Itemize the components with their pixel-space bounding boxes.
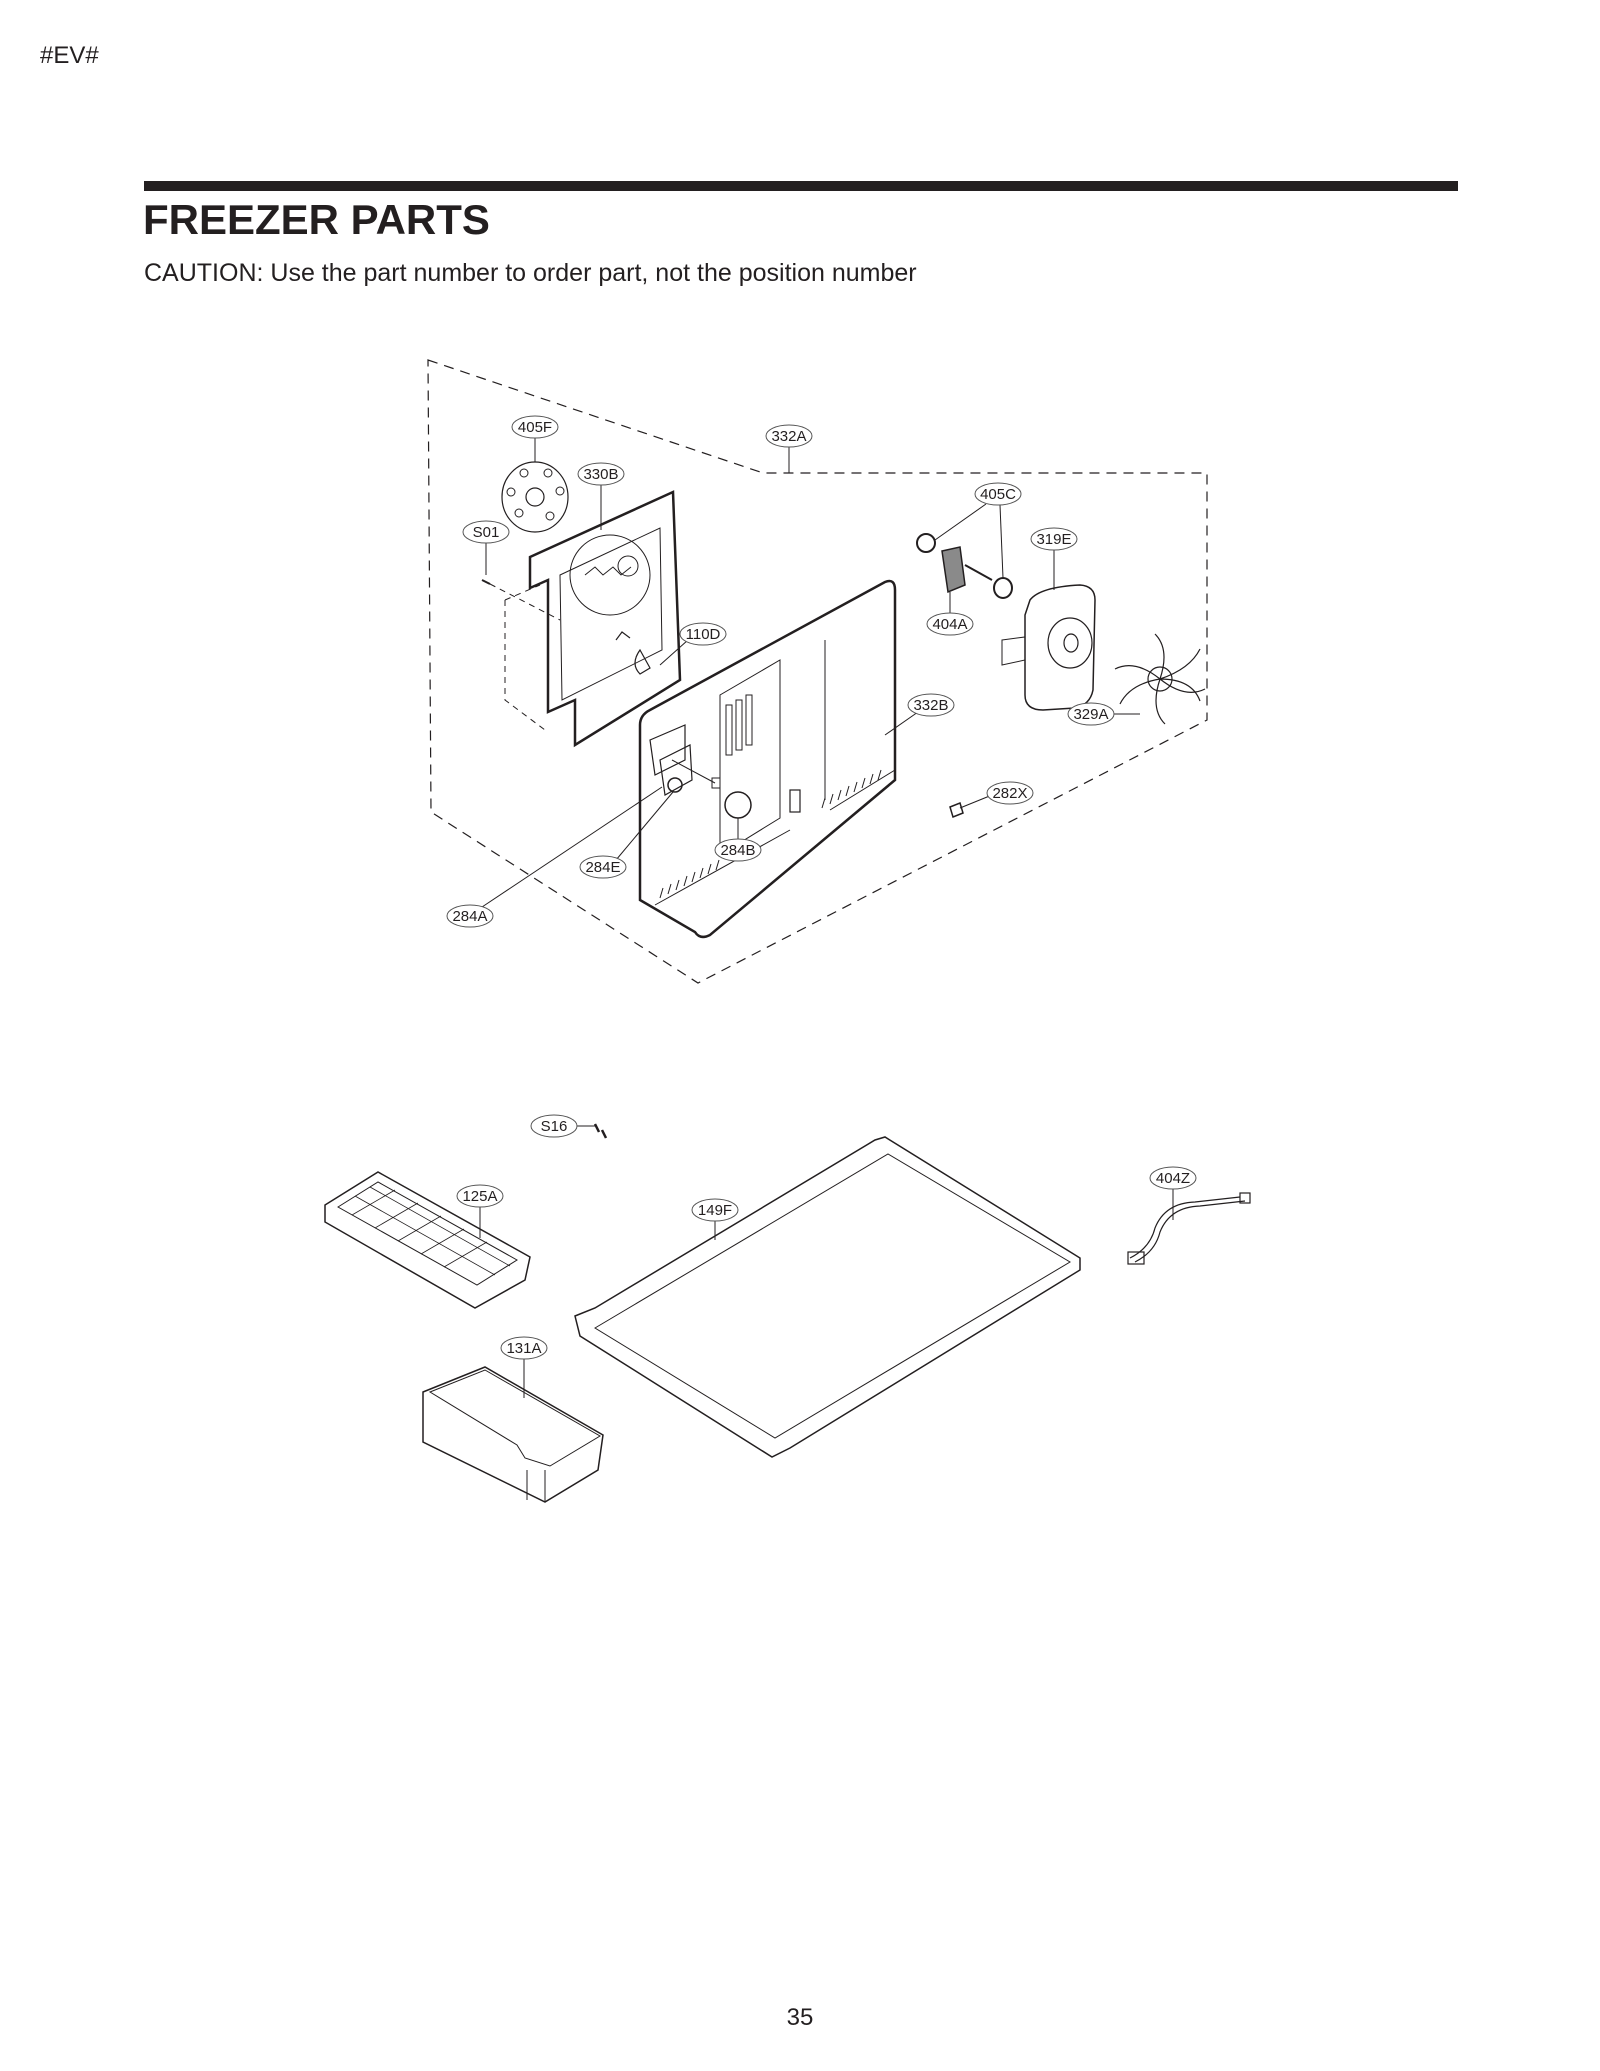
part-131A-bin-icon — [422, 1366, 604, 1503]
callout-284B: 284B — [714, 838, 762, 862]
callout-404A: 404A — [926, 612, 974, 636]
callout-332B: 332B — [907, 693, 955, 717]
callout-319E: 319E — [1030, 527, 1078, 551]
part-404Z-harness-icon — [1127, 1192, 1251, 1265]
part-330B-bracket-icon — [528, 490, 682, 748]
part-149F-shelf-icon — [574, 1136, 1081, 1458]
svg-text:282X: 282X — [992, 785, 1027, 802]
svg-text:319E: 319E — [1036, 531, 1071, 548]
svg-text:284B: 284B — [720, 842, 755, 859]
callout-405F: 405F — [511, 415, 559, 439]
part-284B-knob-icon — [724, 791, 752, 819]
callout-S01: S01 — [462, 520, 510, 544]
callout-131A: 131A — [500, 1336, 548, 1360]
part-282X-cap-icon — [949, 801, 964, 819]
svg-text:149F: 149F — [698, 1202, 732, 1219]
svg-text:330B: 330B — [583, 466, 618, 483]
part-405C-grommet-icon — [916, 533, 936, 553]
part-S01-screw-icon — [481, 579, 491, 585]
part-332B-panel-icon — [638, 579, 897, 939]
svg-text:329A: 329A — [1073, 706, 1108, 723]
svg-text:125A: 125A — [462, 1188, 497, 1205]
callout-110D: 110D — [679, 622, 727, 646]
callout-282X: 282X — [986, 781, 1034, 805]
page-number: 35 — [786, 2004, 814, 2031]
svg-text:S01: S01 — [473, 524, 500, 541]
callout-149F: 149F — [691, 1198, 739, 1222]
svg-text:131A: 131A — [506, 1340, 541, 1357]
page-title: FREEZER PARTS — [143, 196, 490, 243]
svg-text:S16: S16 — [541, 1118, 568, 1135]
part-405C-grommet-icon — [993, 577, 1013, 599]
svg-text:284E: 284E — [585, 859, 620, 876]
caution-note: CAUTION: Use the part number to order pa… — [144, 259, 917, 287]
callout-404Z: 404Z — [1149, 1166, 1197, 1190]
svg-text:284A: 284A — [452, 908, 487, 925]
part-329A-fan-icon — [1114, 633, 1206, 725]
callout-330B: 330B — [577, 462, 625, 486]
part-405F-disc-icon — [501, 461, 569, 533]
svg-text:404A: 404A — [932, 616, 967, 633]
svg-text:404Z: 404Z — [1156, 1170, 1190, 1187]
part-125A-ice-tray-icon — [324, 1171, 531, 1309]
part-404A-motor-icon — [941, 546, 993, 594]
svg-text:332B: 332B — [913, 697, 948, 714]
svg-text:405F: 405F — [518, 419, 552, 436]
svg-text:110D: 110D — [686, 626, 721, 643]
part-319E-shroud-icon — [1001, 584, 1096, 711]
callout-405C: 405C — [974, 482, 1022, 506]
document-code: #EV# — [40, 42, 99, 69]
callout-332A: 332A — [765, 424, 813, 448]
callout-S16: S16 — [530, 1114, 578, 1138]
part-284E-knob-icon — [667, 777, 683, 793]
callout-284A: 284A — [446, 904, 494, 928]
part-S16-screw-icon — [593, 1123, 608, 1139]
svg-text:332A: 332A — [771, 428, 806, 445]
assembly-boundary — [427, 359, 1208, 984]
svg-text:405C: 405C — [980, 486, 1016, 503]
callout-329A: 329A — [1067, 702, 1115, 726]
title-rule — [144, 181, 1458, 191]
callout-125A: 125A — [456, 1184, 504, 1208]
callout-284E: 284E — [579, 855, 627, 879]
